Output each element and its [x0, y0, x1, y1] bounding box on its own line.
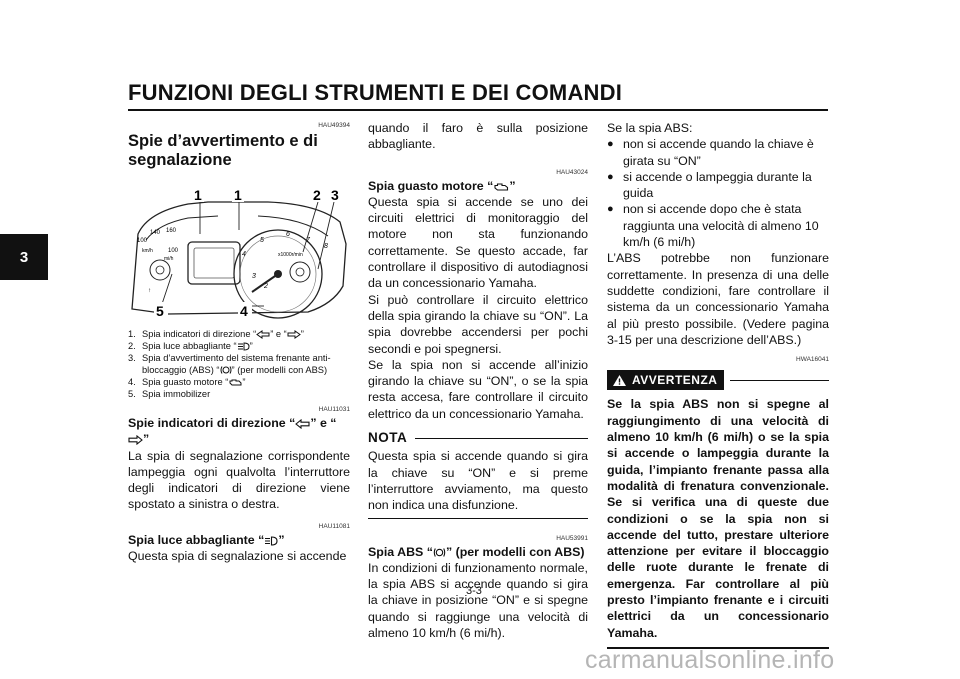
svg-text:↑: ↑ — [148, 288, 151, 294]
svg-text:km/h: km/h — [142, 248, 153, 254]
divider — [607, 646, 829, 649]
turn-right-icon — [128, 435, 143, 446]
nota-header: NOTA — [368, 430, 588, 446]
caption-item: 2. Spia luce abbagliante “” — [128, 341, 253, 351]
column-1: HAU49394 Spie d’avvertimento e di segnal… — [128, 120, 350, 564]
figure-label: 4 — [240, 303, 248, 319]
list-item: ●si accende o lampeggia durante la guida — [607, 169, 812, 201]
nota-label: NOTA — [368, 430, 408, 446]
ref-code: HAU11031 — [318, 406, 350, 413]
svg-text:4: 4 — [242, 251, 246, 258]
abs-intro: Se la spia ABS: — [607, 121, 693, 135]
engine-text: Se la spia non si accende all’inizio gir… — [368, 357, 588, 421]
ref-code: HAU49394 — [318, 122, 350, 129]
warning-badge: AVVERTENZA — [607, 370, 725, 391]
caption-item: 5. Spia immobilizer — [128, 389, 211, 399]
high-beam-icon — [237, 342, 250, 351]
ref-code: HWA16041 — [796, 356, 829, 364]
warning-text: Se la spia ABS non si spegne al raggiung… — [607, 397, 829, 640]
divider — [368, 517, 588, 519]
turn-left-icon — [256, 330, 270, 339]
turn-signal-text: La spia di segnalazione corrispondente l… — [128, 448, 350, 512]
header-rule — [128, 109, 828, 111]
engine-text: Questa spia si accende se uno dei circui… — [368, 194, 588, 291]
bullet-icon: ● — [607, 170, 614, 183]
svg-text:7: 7 — [306, 237, 311, 244]
instrument-panel-figure: 100 140 160 km/h mi/h 100 4 5 6 7 8 3 2 … — [128, 174, 350, 322]
svg-text:6: 6 — [286, 231, 290, 238]
abs-icon — [433, 547, 446, 557]
bullet-icon: ● — [607, 203, 614, 216]
nota-text: Questa spia si accende quando si gira la… — [368, 449, 588, 513]
engine-text: Si può controllare il circuito elettrico… — [368, 292, 588, 356]
engine-icon — [229, 379, 242, 386]
figure-label: 1 — [194, 187, 202, 203]
chapter-tab: 3 — [0, 234, 48, 280]
caption-item: 3. Spia d’avvertimento del sistema frena… — [128, 353, 331, 375]
svg-text:x1000r/min: x1000r/min — [278, 252, 303, 258]
abs-conditions-list: ●non si accende quando la chiave è girat… — [607, 136, 829, 250]
figure-label: 1 — [234, 187, 242, 203]
section-heading: Spie d’avvertimento e di segnalazione — [128, 132, 318, 169]
high-beam-text-cont: quando il faro è sulla posizione abbagli… — [368, 121, 588, 152]
watermark: carmanualsonline.info — [585, 646, 835, 674]
column-3: Se la spia ABS: ●non si accende quando l… — [607, 120, 829, 649]
dashboard-illustration: 100 140 160 km/h mi/h 100 4 5 6 7 8 3 2 … — [131, 187, 347, 319]
svg-text:100: 100 — [137, 238, 148, 244]
figure-label: 3 — [331, 187, 339, 203]
abs-text: In condizioni di funzionamento normale, … — [368, 560, 588, 641]
engine-icon — [494, 183, 509, 191]
high-beam-text: Questa spia di segnalazione si accende — [128, 549, 347, 564]
svg-text:8: 8 — [324, 243, 328, 250]
figure-label: 5 — [156, 303, 164, 319]
column-2: quando il faro è sulla posizione abbagli… — [368, 120, 588, 641]
ref-code: HAU53991 — [556, 534, 588, 542]
svg-text:3: 3 — [252, 273, 256, 280]
abs-icon — [220, 366, 232, 374]
divider — [730, 379, 829, 381]
caption-item: 1. Spia indicatori di direzione “” e “” — [128, 329, 304, 339]
abs-heading: Spia ABS “” (per modelli con ABS) — [368, 544, 585, 559]
bullet-icon: ● — [607, 138, 614, 151]
list-item: ●non si accende quando la chiave è girat… — [607, 137, 814, 168]
figure-label: 2 — [313, 187, 321, 203]
svg-text:5: 5 — [260, 237, 264, 244]
svg-text:2: 2 — [263, 283, 268, 290]
page-title: FUNZIONI DEGLI STRUMENTI E DEI COMANDI — [128, 80, 623, 105]
list-item: ●non si accende dopo che è stata raggiun… — [607, 202, 819, 250]
divider — [415, 437, 588, 439]
high-beam-icon — [265, 536, 278, 546]
figure-captions: 1. Spia indicatori di direzione “” e “” … — [128, 328, 350, 400]
page-number: 3-3 — [466, 585, 482, 597]
high-beam-heading: Spia luce abbagliante “” — [128, 532, 285, 547]
warning-header: AVVERTENZA — [607, 370, 829, 391]
turn-right-icon — [287, 330, 301, 339]
abs-note: L’ABS potrebbe non funzionare correttame… — [607, 251, 829, 347]
caption-item: 4. Spia guasto motore “” — [128, 377, 246, 387]
svg-text:160: 160 — [166, 228, 177, 234]
svg-text:100: 100 — [168, 248, 179, 254]
ref-code: HAU43024 — [556, 168, 588, 176]
turn-left-icon — [295, 419, 310, 429]
engine-heading: Spia guasto motore “” — [368, 178, 516, 193]
warning-icon — [613, 374, 626, 386]
turn-signal-heading: Spie indicatori di direzione “” e “” — [128, 416, 337, 447]
svg-text:mi/h: mi/h — [164, 256, 174, 262]
ref-code: HAU11081 — [318, 522, 350, 530]
svg-text:140: 140 — [150, 230, 161, 236]
